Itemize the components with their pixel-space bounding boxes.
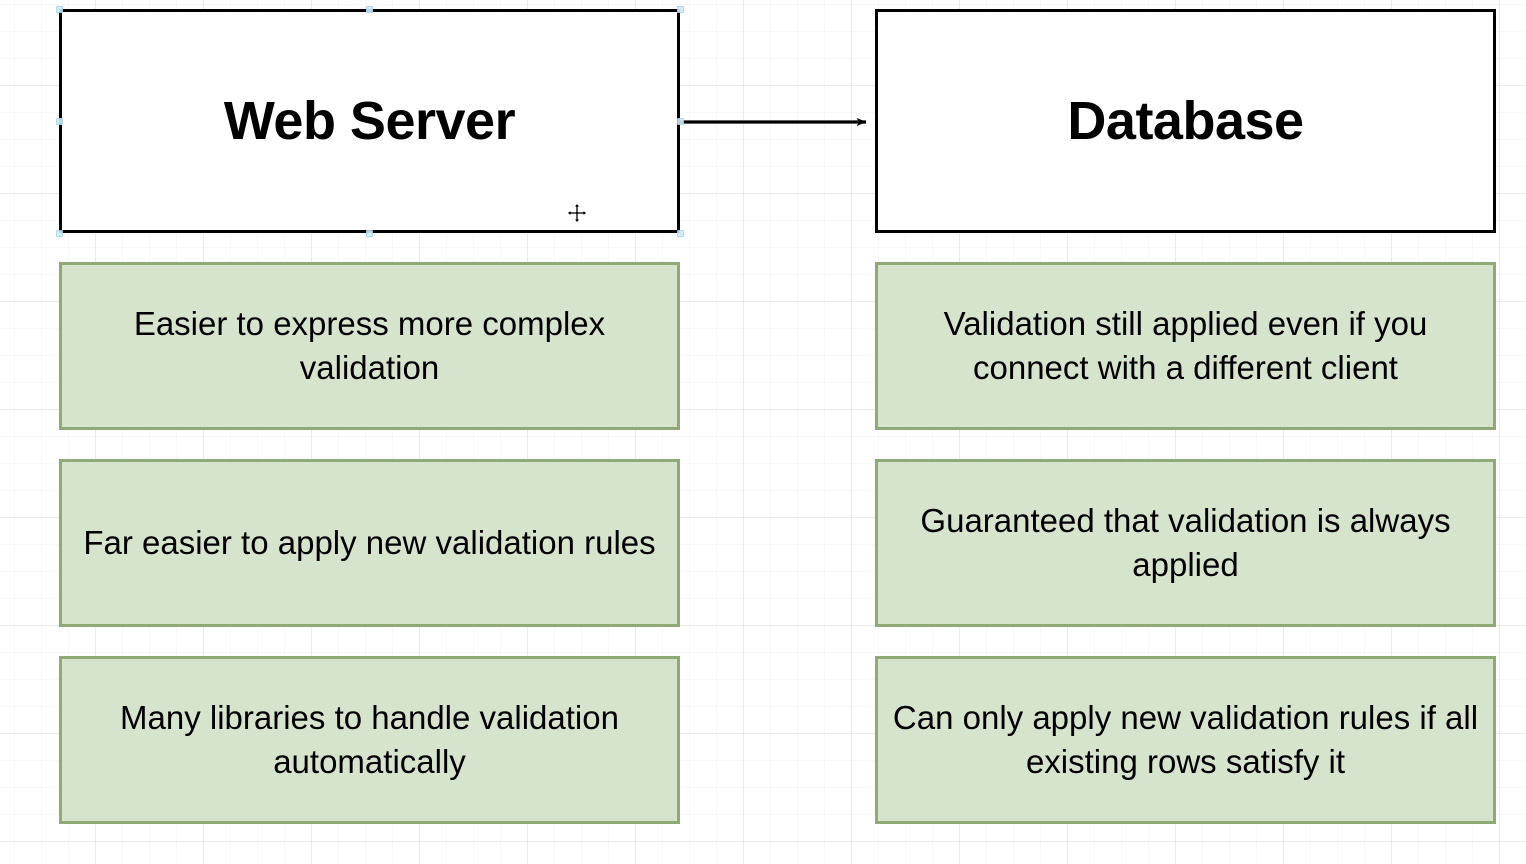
move-cursor-icon: [566, 202, 588, 224]
fact-text: Validation still applied even if you con…: [943, 304, 1428, 386]
fact-box-database-2[interactable]: Guaranteed that validation is always app…: [875, 459, 1496, 627]
selection-handle-bottom-right[interactable]: [676, 229, 684, 237]
selection-handle-middle-left[interactable]: [55, 117, 63, 125]
fact-text: Easier to express more complex validatio…: [133, 304, 606, 386]
node-database-label: Database: [1067, 90, 1304, 151]
node-web-server-label: Web Server: [223, 90, 516, 151]
selection-handle-bottom-left[interactable]: [55, 229, 63, 237]
selection-handle-middle-right[interactable]: [676, 117, 684, 125]
fact-text: Far easier to apply new validation rules: [83, 523, 656, 561]
selection-handle-top-right[interactable]: [676, 5, 684, 13]
fact-box-web-server-2[interactable]: Far easier to apply new validation rules: [59, 459, 680, 627]
fact-box-web-server-1[interactable]: Easier to express more complex validatio…: [59, 262, 680, 430]
fact-box-database-1[interactable]: Validation still applied even if you con…: [875, 262, 1496, 430]
selection-handle-bottom-center[interactable]: [366, 229, 373, 237]
node-web-server[interactable]: Web Server: [59, 9, 680, 233]
fact-box-web-server-3[interactable]: Many libraries to handle validation auto…: [59, 656, 680, 824]
selection-handle-top-left[interactable]: [55, 5, 63, 13]
fact-box-database-3[interactable]: Can only apply new validation rules if a…: [875, 656, 1496, 824]
fact-text: Guaranteed that validation is always app…: [920, 501, 1451, 583]
fact-text: Can only apply new validation rules if a…: [892, 698, 1479, 780]
selection-handle-top-center[interactable]: [366, 5, 373, 13]
fact-text: Many libraries to handle validation auto…: [120, 698, 619, 780]
node-database[interactable]: Database: [875, 9, 1496, 233]
